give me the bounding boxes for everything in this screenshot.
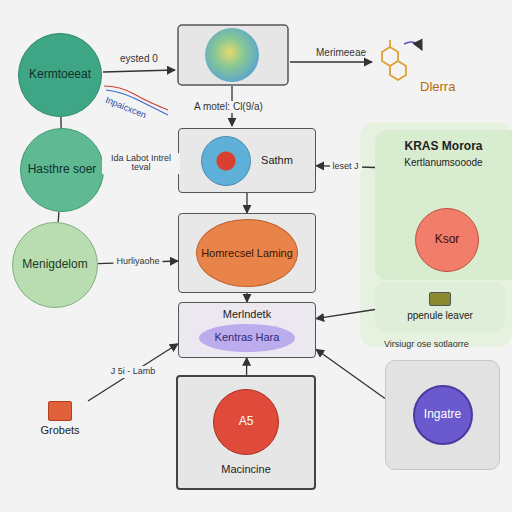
arrow-line — [103, 70, 175, 72]
node-label: Kentras Hara — [215, 331, 280, 344]
node-label: Merlndetk — [223, 308, 271, 321]
edge-label: Hurliyaohe — [113, 256, 162, 268]
circle-node: Hasthre soer — [20, 128, 104, 212]
shape-fill — [429, 292, 451, 306]
node-label: KRAS Morora — [404, 140, 482, 154]
annotation-label: eysted 0 — [120, 53, 158, 65]
connector — [60, 117, 62, 128]
connector — [58, 212, 60, 222]
edge-label: J 5i - Lamb — [108, 366, 159, 378]
connector — [246, 193, 247, 213]
annotation-label: Dlerra — [420, 80, 455, 95]
edge-label: leset J — [329, 161, 361, 173]
node-label: Kermtoeeat — [29, 68, 91, 82]
image-box — [178, 25, 288, 85]
connector — [316, 310, 375, 319]
node-label: Sathm — [261, 154, 293, 167]
panel-node: KRAS MororaKertlanumsooodeKsor — [375, 130, 512, 280]
annotation-label: Inpaicxcen — [102, 94, 149, 121]
node-label: Ingatre — [424, 408, 461, 422]
arrow-line — [290, 61, 372, 62]
node-label: Menigdelom — [22, 258, 87, 272]
shape-fill: Kentras Hara — [199, 324, 295, 352]
node-label: Ksor — [435, 233, 460, 247]
annotation-label: Merimeeae — [316, 47, 366, 59]
annotation-label: Virsiugr ose sotlaorre — [384, 339, 469, 349]
process-box: MerlndetkKentras Hara — [178, 302, 316, 358]
node-label: Kertlanumsooode — [404, 157, 482, 169]
node-label: Macincine — [221, 463, 271, 476]
edge-label: Ida Labot Intrel teval — [102, 153, 180, 175]
process-box: Homrecsel Laming — [178, 213, 316, 293]
shape-fill — [48, 401, 72, 421]
node-label: Homrecsel Laming — [201, 247, 293, 260]
connector — [88, 344, 178, 401]
molecule-icon — [382, 40, 406, 80]
circle-node: Menigdelom — [12, 222, 98, 308]
connector — [246, 358, 247, 375]
connector — [316, 349, 385, 398]
shape-fill: Homrecsel Laming — [196, 219, 298, 287]
panel-node: Ingatre — [385, 360, 500, 470]
curved-arrow — [404, 42, 422, 50]
node-label: Hasthre soer — [28, 163, 97, 177]
shape-fill — [201, 136, 251, 186]
node-label: A5 — [239, 415, 254, 429]
process-box: Sathm — [178, 128, 316, 193]
panel-node: ppenule leaver — [375, 282, 505, 332]
connector — [246, 293, 247, 302]
panel-ground — [360, 122, 512, 347]
circle-node: Kermtoeeat — [18, 33, 102, 117]
blend-circle — [205, 28, 259, 82]
node-label: Grobets — [40, 424, 79, 437]
process-box: A5Macincine — [176, 375, 316, 490]
icon-node: Grobets — [32, 396, 88, 442]
shape-fill: Ingatre — [413, 385, 473, 445]
node-label: ppenule leaver — [407, 310, 473, 322]
annotation-label: A motel: Cl(9/a) — [192, 101, 265, 113]
shape-fill: A5 — [213, 389, 279, 455]
circle-node: Ksor — [415, 208, 479, 272]
